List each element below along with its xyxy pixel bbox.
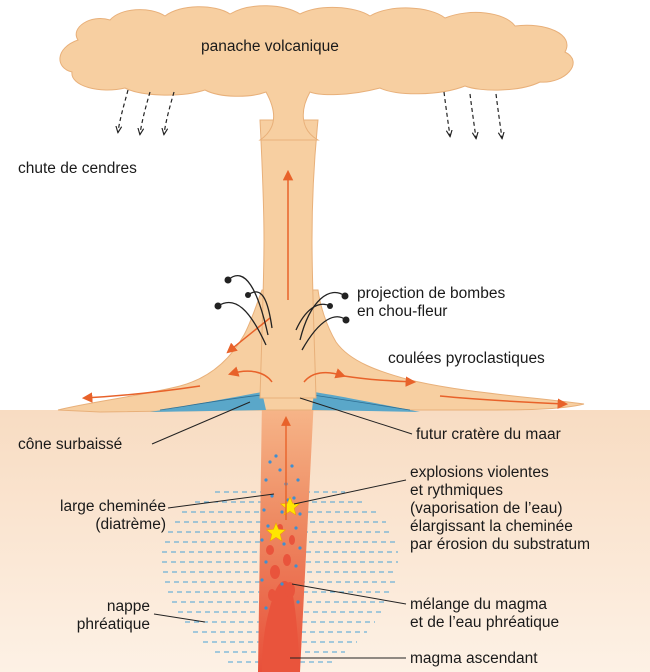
label-explosions-3: (vaporisation de l’eau)	[410, 500, 563, 517]
label-magma: magma ascendant	[410, 650, 538, 667]
label-bombs-2: en chou-fleur	[357, 303, 447, 320]
label-chimney-2: (diatrème)	[14, 516, 166, 533]
eruption-column	[260, 120, 318, 398]
label-ash-fall: chute de cendres	[18, 160, 137, 177]
label-mixing-2: et de l’eau phréatique	[410, 614, 559, 631]
label-crater: futur cratère du maar	[416, 426, 561, 443]
label-cone: cône surbaissé	[18, 436, 122, 453]
label-mixing-1: mélange du magma	[410, 596, 547, 613]
label-water-table-2: phréatique	[14, 616, 150, 633]
label-explosions-4: élargissant la cheminée	[410, 518, 573, 535]
label-explosions-2: et rythmiques	[410, 482, 503, 499]
label-bombs-1: projection de bombes	[357, 285, 505, 302]
label-chimney-1: large cheminée	[14, 498, 166, 515]
label-plume: panache volcanique	[201, 38, 339, 55]
label-pyroclastic: coulées pyroclastiques	[388, 350, 545, 367]
label-water-table-1: nappe	[14, 598, 150, 615]
label-explosions-1: explosions violentes	[410, 464, 549, 481]
label-explosions-5: par érosion du substratum	[410, 536, 590, 553]
